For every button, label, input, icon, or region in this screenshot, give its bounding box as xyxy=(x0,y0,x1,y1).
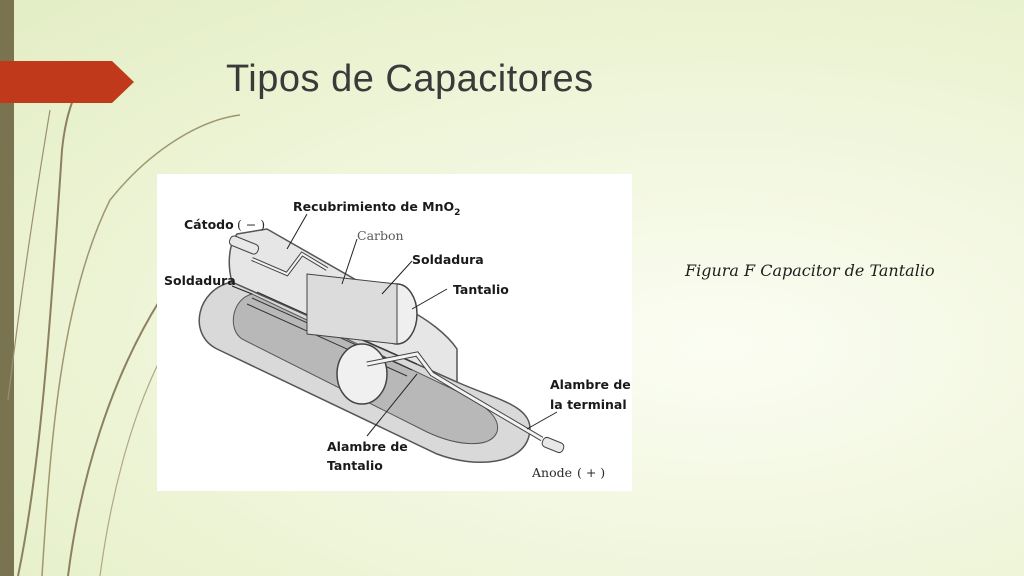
label-anode-sign: ( + ) xyxy=(577,465,605,480)
leader-tantalio xyxy=(411,288,448,310)
label-recubrimiento: Recubrimiento de MnO2 xyxy=(293,199,460,218)
tantalum-capacitor-figure: Recubrimiento de MnO2 Cátodo ( − ) Carbo… xyxy=(157,174,632,491)
label-catodo-sign: ( − ) xyxy=(237,217,265,232)
leader-alambre-tantalio xyxy=(366,373,418,437)
leader-soldadura-right xyxy=(381,260,413,295)
figure-caption: Figura F Capacitor de Tantalio xyxy=(685,261,935,280)
label-anode: Anode xyxy=(531,465,572,480)
label-soldadura-left: Soldadura xyxy=(164,273,236,288)
leader-soldadura-left xyxy=(231,285,253,295)
title-arrow-shape xyxy=(0,61,134,103)
slide-title: Tipos de Capacitores xyxy=(226,58,594,100)
leader-alambre-terminal xyxy=(526,411,558,430)
cathode-wire-inner xyxy=(251,252,328,276)
label-alambre-terminal-2: la terminal xyxy=(550,397,627,412)
label-alambre-terminal-1: Alambre de xyxy=(550,377,631,392)
pellet-body xyxy=(306,273,398,345)
label-soldadura-right: Soldadura xyxy=(412,252,484,267)
label-carbon: Carbon xyxy=(357,228,404,243)
leader-recubrimiento xyxy=(286,213,308,250)
leader-carbon xyxy=(341,238,358,285)
capacitor-diagram: Recubrimiento de MnO2 Cátodo ( − ) Carbo… xyxy=(164,199,631,480)
label-alambre-tantalio-1: Alambre de xyxy=(327,439,408,454)
lower-pellet xyxy=(336,343,388,405)
cathode-tip xyxy=(228,235,260,255)
label-catodo: Cátodo xyxy=(184,217,234,232)
anode-wire-inner xyxy=(366,352,543,441)
label-alambre-tantalio-2: Tantalio xyxy=(327,458,383,473)
anode-tip xyxy=(541,436,565,454)
label-tantalio: Tantalio xyxy=(453,282,509,297)
